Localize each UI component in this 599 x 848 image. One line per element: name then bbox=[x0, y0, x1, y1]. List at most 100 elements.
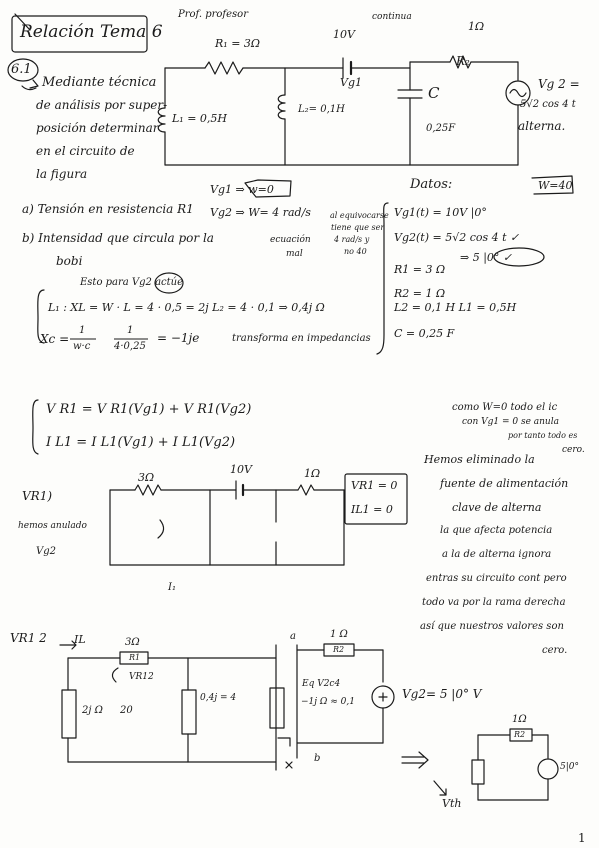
question-b-line-2: bobi bbox=[56, 254, 83, 268]
c2-result-2: IL1 = 0 bbox=[351, 503, 393, 516]
c1-l1-label: L₁ = 0,5H bbox=[172, 112, 228, 125]
impedance-frac2-num: 1 bbox=[127, 325, 134, 336]
impedance-transform: transforma en impedancias bbox=[232, 333, 371, 344]
c3-node-b: b bbox=[314, 753, 321, 764]
l1-inductor bbox=[157, 107, 166, 133]
r1-resistor bbox=[204, 61, 244, 75]
data-line-2: Vg2(t) = 5√2 cos 4 t ✓ bbox=[394, 231, 520, 244]
impedance-xc-mid: = −1je bbox=[157, 331, 200, 345]
impedance-brace bbox=[37, 289, 45, 344]
circuit-2 bbox=[109, 480, 345, 566]
impedance-xc-left: Xc = bbox=[40, 332, 70, 346]
page-title: Relación Tema 6 bbox=[20, 22, 163, 42]
vg1-omega-box bbox=[244, 179, 292, 198]
impedance-frac1-den: w·c bbox=[73, 341, 91, 352]
data-brace bbox=[376, 202, 389, 355]
explanation-line-2: fuente de alimentación bbox=[440, 477, 569, 490]
explanation-line-4: la que afecta potencia bbox=[440, 525, 553, 536]
impedance-xl: L₁ : XL = W · L = 4 · 0,5 = 2j L₂ = 4 · … bbox=[48, 301, 325, 314]
thevenin-load bbox=[471, 759, 485, 785]
explanation-line-3: clave de alterna bbox=[452, 501, 542, 514]
c3-vr12: VR12 bbox=[129, 672, 154, 682]
data-line-1: Vg1(t) = 10V |0° bbox=[394, 206, 487, 219]
data-line-6: L2 = 0,1 H L1 = 0,5H bbox=[394, 301, 517, 314]
c2-sub-2: Vg2 bbox=[36, 546, 56, 557]
exercise-number-circle bbox=[7, 58, 39, 82]
c3-arrow-b bbox=[277, 737, 291, 747]
thevenin-vth: Vth bbox=[442, 797, 462, 810]
circuit-3 bbox=[59, 640, 395, 771]
data-w: W=40 bbox=[538, 179, 573, 192]
c3-il: IL bbox=[74, 633, 86, 646]
data-title: Datos: bbox=[410, 177, 453, 192]
c2-r2-resistor bbox=[297, 484, 315, 496]
omega-note-2: tiene que ser bbox=[331, 223, 385, 232]
omega-note-1: al equivocarse bbox=[330, 211, 389, 220]
c3-label: VR1 2 bbox=[10, 631, 47, 645]
thevenin-source-label: 5|0° bbox=[560, 762, 579, 772]
omega-vg2: Vg2 ⇒ W= 4 rad/s bbox=[210, 206, 311, 219]
explanation-line-9: cero. bbox=[542, 645, 568, 656]
omega-note-6: mal bbox=[286, 249, 303, 259]
c1-vg2-type: alterna. bbox=[518, 119, 566, 133]
c1-vg2-label: Vg 2 = bbox=[538, 77, 580, 91]
c1-c-value: 0,25F bbox=[426, 123, 456, 134]
explanation-head-4: cero. bbox=[562, 445, 585, 455]
thevenin-circuit bbox=[471, 728, 559, 801]
c2-result-1: VR1 = 0 bbox=[351, 479, 398, 492]
omega-note-5: ecuación bbox=[270, 235, 311, 245]
explanation-head-3: por tanto todo es bbox=[508, 431, 578, 440]
impedance-frac2-den: 4·0,25 bbox=[114, 341, 146, 352]
data-line-4: R1 = 3 Ω bbox=[394, 263, 446, 276]
c2-result-box bbox=[344, 473, 408, 525]
c3-eq: Eq V2c4 bbox=[302, 679, 341, 689]
circuit-1 bbox=[157, 55, 531, 166]
c3-r1-value: 3Ω bbox=[125, 637, 140, 648]
c1-vg2-expr: 5√2 cos 4 t bbox=[520, 99, 576, 110]
thevenin-r2-name: R2 bbox=[514, 730, 526, 739]
data-line-7: C = 0,25 F bbox=[394, 327, 455, 340]
impedance-note: Esto para Vg2 actúe bbox=[80, 277, 184, 288]
c3-r2-value: 1 Ω bbox=[330, 629, 348, 640]
c3-l2-box bbox=[181, 689, 197, 735]
omega-note-4: no 40 bbox=[344, 247, 367, 256]
c3-l1-imp: 2j Ω bbox=[82, 705, 103, 716]
w40-box bbox=[531, 175, 574, 195]
title-box bbox=[11, 15, 148, 53]
c3-c-box bbox=[269, 687, 285, 729]
c2-sub-1: hemos anulado bbox=[18, 521, 87, 531]
explanation-line-8: así que nuestros valores son bbox=[420, 621, 564, 632]
c1-v1-value: 10V bbox=[333, 28, 355, 41]
c3-l2-imp: 0,4j = 4 bbox=[200, 693, 237, 703]
statement-line-3: posición determinar bbox=[36, 121, 159, 135]
c2-r2-value: 1Ω bbox=[304, 467, 321, 480]
result-circle bbox=[493, 247, 545, 267]
c3-ground-mark bbox=[285, 761, 293, 769]
c2-mesh-arrow bbox=[157, 519, 165, 539]
r2-resistor bbox=[449, 55, 472, 69]
c3-eq-2: −1j Ω ≈ 0,1 bbox=[301, 697, 355, 707]
question-a: a) Tensión en resistencia R1 bbox=[22, 202, 194, 216]
c2-v1-value: 10V bbox=[230, 463, 252, 476]
omega-note-3: 4 rad/s y bbox=[334, 235, 370, 244]
c1-prof-note: Prof. profesor bbox=[178, 9, 248, 20]
c3-node-a: a bbox=[290, 631, 296, 642]
c3-l1-box bbox=[61, 689, 77, 739]
c1-c-name: C bbox=[428, 84, 440, 102]
statement-line-2: de análisis por super- bbox=[36, 98, 168, 112]
c1-l2-label: L₂= 0,1H bbox=[298, 104, 345, 115]
omega-vg1: Vg1 ⇒ w=0 bbox=[210, 183, 274, 196]
thevenin-r2-value: 1Ω bbox=[512, 714, 527, 725]
explanation-line-5: a la de alterna ignora bbox=[442, 549, 552, 560]
superposition-brace bbox=[32, 399, 39, 455]
c1-r1-label: R₁ = 3Ω bbox=[215, 37, 261, 50]
c3-r1-name: R1 bbox=[129, 653, 141, 662]
arrow-mark-head bbox=[29, 79, 39, 89]
statement-line-5: la figura bbox=[36, 167, 88, 181]
c2-current: I₁ bbox=[168, 582, 176, 593]
c3-vg2: Vg2= 5 |0° V bbox=[402, 687, 482, 701]
page-number: 1 bbox=[578, 831, 586, 845]
statement-line-4: en el circuito de bbox=[36, 144, 135, 158]
